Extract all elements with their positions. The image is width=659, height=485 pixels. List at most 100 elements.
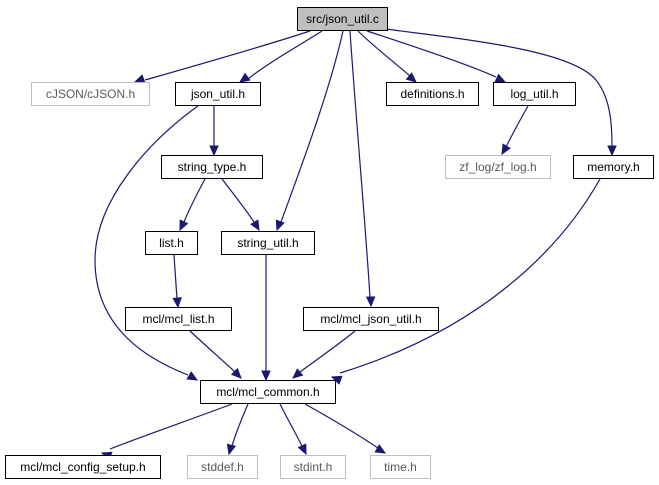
node-box	[303, 307, 439, 331]
edge-list-to-mcllist	[172, 254, 182, 309]
node-zflog[interactable]: zf_log/zf_log.h	[445, 155, 551, 179]
edge-root-to-memory	[377, 27, 617, 157]
node-defs[interactable]: definitions.h	[386, 82, 479, 106]
edge-arrowhead	[186, 371, 199, 381]
node-mclcommon[interactable]: mcl/mcl_common.h	[200, 380, 336, 404]
edge-arrowhead	[405, 72, 417, 83]
node-stringutil[interactable]: string_util.h	[221, 231, 315, 255]
node-label: stdint.h	[294, 460, 333, 474]
edge-line	[299, 330, 356, 373]
edge-root-to-defs	[357, 30, 417, 83]
node-mcljsonutil[interactable]: mcl/mcl_json_util.h	[303, 307, 439, 331]
node-box	[445, 155, 551, 179]
node-box	[370, 455, 431, 479]
node-list[interactable]: list.h	[145, 231, 198, 255]
edge-arrowhead	[297, 443, 307, 456]
node-label: time.h	[384, 460, 417, 474]
node-box	[187, 455, 258, 479]
edge-line	[366, 30, 497, 78]
node-box	[386, 82, 479, 106]
node-box	[145, 231, 198, 255]
edge-root-to-logutil	[366, 30, 507, 83]
node-label: list.h	[159, 236, 184, 250]
node-box	[161, 155, 263, 179]
edge-stringtype-to-list	[179, 178, 206, 232]
node-label: zf_log/zf_log.h	[459, 160, 536, 174]
node-label: mcl/mcl_common.h	[216, 385, 319, 399]
edge-mclcommon-to-stddef	[226, 403, 249, 456]
edge-arrowhead	[275, 219, 285, 232]
edge-logutil-to-zflog	[501, 105, 529, 156]
node-label: string_type.h	[178, 160, 247, 174]
edges-layer	[94, 27, 617, 461]
edge-arrowhead	[179, 219, 189, 232]
node-box	[5, 455, 161, 479]
edge-memory-to-mclcommon	[330, 178, 601, 385]
node-label: log_util.h	[510, 87, 558, 101]
edge-root-to-cjson	[133, 30, 311, 84]
node-label: cJSON/cJSON.h	[46, 87, 135, 101]
edge-root-to-mcljsonutil	[349, 30, 376, 308]
node-stdint[interactable]: stdint.h	[280, 455, 346, 479]
node-time[interactable]: time.h	[370, 455, 431, 479]
edge-line	[183, 178, 206, 223]
edge-arrowhead	[494, 73, 507, 83]
edge-root-to-jsonutil	[238, 30, 323, 83]
node-cjson[interactable]: cJSON/cJSON.h	[31, 82, 150, 106]
edge-line	[231, 403, 249, 447]
edge-jsonutil-to-stringtype	[209, 106, 219, 157]
node-label: src/json_util.c	[306, 12, 379, 26]
node-memory[interactable]: memory.h	[573, 155, 654, 179]
edge-line	[109, 403, 233, 450]
node-label: mcl/mcl_json_util.h	[320, 312, 421, 326]
edge-line	[349, 30, 371, 299]
node-mclconfig[interactable]: mcl/mcl_config_setup.h	[5, 455, 161, 479]
edge-line	[280, 30, 344, 223]
node-logutil[interactable]: log_util.h	[493, 82, 576, 106]
edge-line	[247, 30, 323, 80]
edge-mcljsonutil-to-mclcommon	[292, 330, 356, 379]
edge-line	[377, 27, 613, 149]
edge-arrowhead	[230, 367, 242, 379]
edge-arrowhead	[501, 143, 511, 156]
node-label: string_util.h	[237, 236, 298, 250]
edge-root-to-stringutil	[275, 30, 344, 232]
edge-line	[339, 178, 601, 374]
edge-arrowhead	[238, 72, 251, 83]
node-box	[493, 82, 576, 106]
edge-arrowhead	[292, 368, 304, 379]
edge-arrowhead	[374, 444, 387, 454]
node-label: memory.h	[587, 160, 639, 174]
edge-stringtype-to-stringutil	[221, 178, 260, 232]
node-stddef[interactable]: stddef.h	[187, 455, 258, 479]
node-box	[297, 7, 388, 31]
edge-jsonutil-to-mclcommon	[94, 105, 199, 381]
edge-arrowhead	[133, 74, 146, 84]
edge-mclcommon-to-time	[304, 403, 387, 454]
edge-line	[173, 254, 178, 300]
node-jsonutil[interactable]: json_util.h	[175, 82, 261, 106]
node-label: mcl/mcl_list.h	[142, 312, 214, 326]
edge-mclcommon-to-stdint	[279, 403, 307, 456]
edge-line	[505, 105, 529, 148]
node-label: definitions.h	[400, 87, 464, 101]
node-label: mcl/mcl_config_setup.h	[20, 460, 145, 474]
edge-mclcommon-to-mclconfig	[100, 403, 233, 461]
node-stringtype[interactable]: string_type.h	[161, 155, 263, 179]
edge-stringutil-to-mclcommon	[261, 255, 271, 382]
edge-line	[189, 330, 236, 373]
edge-arrowhead	[209, 145, 219, 157]
node-root[interactable]: src/json_util.c	[297, 7, 388, 31]
edge-arrowhead	[226, 443, 237, 456]
nodes-layer: src/json_util.c cJSON/cJSON.h json_util.h d…	[5, 7, 654, 479]
edge-arrowhead	[261, 370, 271, 382]
edge-line	[94, 105, 199, 376]
edge-line	[144, 30, 311, 81]
node-mcllist[interactable]: mcl/mcl_list.h	[125, 307, 232, 331]
edge-mcllist-to-mclcommon	[189, 330, 242, 379]
node-box	[175, 82, 261, 106]
edge-line	[221, 178, 255, 223]
edge-arrowhead	[607, 145, 617, 157]
edge-arrowhead	[365, 296, 376, 308]
